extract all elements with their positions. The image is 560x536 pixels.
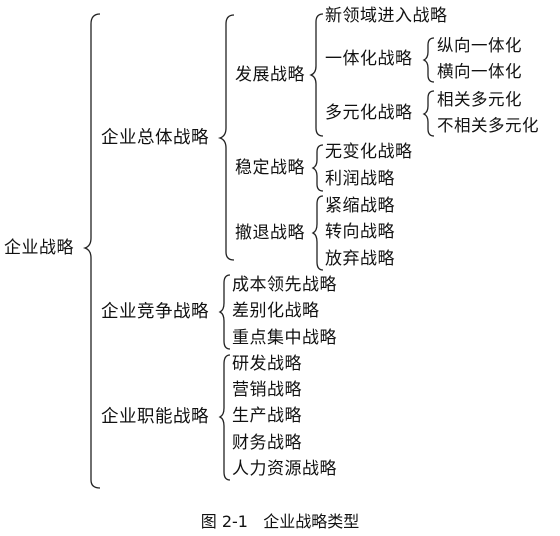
node-hr-strategy: 人力资源战略 bbox=[232, 459, 337, 479]
node-finance-strategy: 财务战略 bbox=[232, 433, 302, 453]
node-overall-strategy: 企业总体战略 bbox=[101, 128, 209, 148]
node-related-diversification: 相关多元化 bbox=[437, 90, 522, 109]
figure-number: 图 2-1 bbox=[200, 512, 248, 531]
node-retreat-strategy: 撤退战略 bbox=[235, 223, 305, 243]
node-horizontal-integration: 横向一体化 bbox=[437, 62, 522, 81]
brace-overall bbox=[217, 14, 235, 261]
node-cost-leadership: 成本领先战略 bbox=[232, 275, 337, 295]
node-turnaround-strategy: 转向战略 bbox=[325, 222, 395, 242]
node-production-strategy: 生产战略 bbox=[232, 406, 302, 426]
brace-diversification bbox=[422, 90, 435, 137]
node-focus-strategy: 重点集中战略 bbox=[232, 328, 337, 348]
node-stability-strategy: 稳定战略 bbox=[235, 158, 305, 178]
node-development-strategy: 发展战略 bbox=[235, 65, 305, 85]
brace-development bbox=[309, 13, 324, 137]
node-corporate-strategy: 企业战略 bbox=[4, 238, 74, 258]
node-profit-strategy: 利润战略 bbox=[325, 169, 395, 189]
node-functional-strategy: 企业职能战略 bbox=[101, 407, 209, 427]
node-marketing-strategy: 营销战略 bbox=[232, 380, 302, 400]
node-contraction-strategy: 紧缩战略 bbox=[325, 196, 395, 216]
brace-root bbox=[82, 13, 101, 489]
figure-caption: 图 2-1 企业战略类型 bbox=[0, 512, 560, 532]
node-no-change-strategy: 无变化战略 bbox=[325, 142, 413, 162]
figure-title: 企业战略类型 bbox=[263, 512, 360, 531]
brace-competitive bbox=[218, 274, 231, 350]
node-differentiation: 差别化战略 bbox=[232, 301, 320, 321]
brace-integration bbox=[422, 37, 435, 83]
node-integration: 一体化战略 bbox=[325, 49, 413, 69]
node-vertical-integration: 纵向一体化 bbox=[437, 36, 522, 55]
node-rnd-strategy: 研发战略 bbox=[232, 354, 302, 374]
node-unrelated-diversification: 不相关多元化 bbox=[437, 116, 539, 135]
brace-functional bbox=[218, 354, 231, 481]
node-abandon-strategy: 放弃战略 bbox=[325, 249, 395, 269]
brace-stability bbox=[311, 144, 324, 192]
node-competitive-strategy: 企业竞争战略 bbox=[101, 302, 209, 322]
node-diversification: 多元化战略 bbox=[325, 103, 413, 123]
brace-retreat bbox=[311, 195, 324, 271]
node-new-field-entry: 新领域进入战略 bbox=[325, 6, 448, 26]
